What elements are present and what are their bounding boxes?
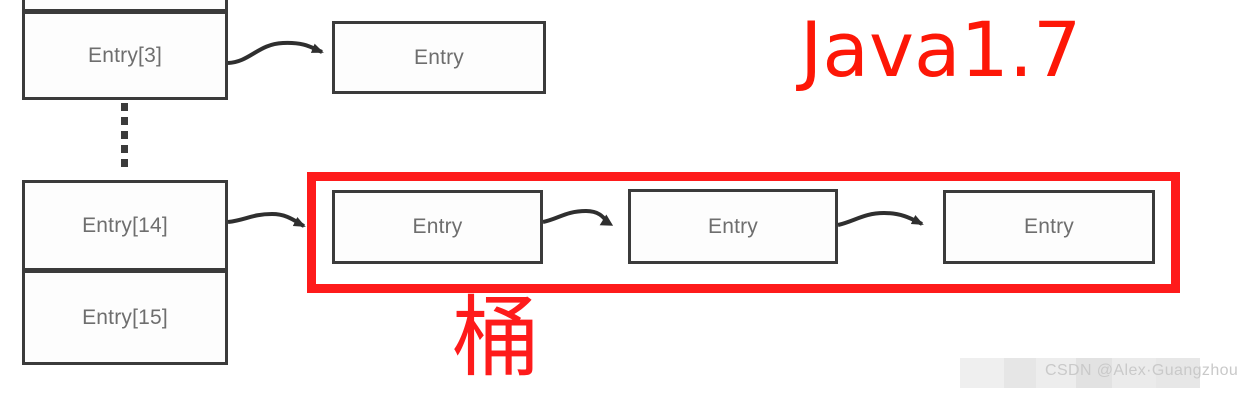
java-version-annotation: Java1.7 — [800, 5, 1082, 94]
watermark-mosaic — [960, 358, 1200, 388]
ellipsis-dot — [121, 103, 128, 111]
entry-node-chain-2[interactable]: Entry — [628, 189, 838, 264]
array-cell-14[interactable]: Entry[14] — [22, 180, 228, 271]
dotted-ellipsis-connector — [121, 103, 128, 179]
bucket-highlight-rectangle — [307, 172, 1180, 293]
arrow-entry3-to-entry — [227, 40, 324, 65]
entry-node-chain-1[interactable]: Entry — [332, 190, 543, 264]
watermark-text: CSDN @Alex·Guangzhou — [1045, 362, 1239, 379]
watermark: CSDN @Alex·Guangzhou — [960, 356, 1250, 392]
ellipsis-dot — [121, 131, 128, 139]
arrow-entry14-to-chain — [227, 211, 306, 228]
ellipsis-dot — [121, 145, 128, 153]
array-cell-3[interactable]: Entry[3] — [22, 11, 228, 100]
entry-node-chain-3[interactable]: Entry — [943, 190, 1155, 264]
ellipsis-dot — [121, 117, 128, 125]
entry-node-top-chain-1[interactable]: Entry — [332, 21, 546, 94]
bucket-annotation-label: 桶 — [452, 286, 541, 389]
ellipsis-dot — [121, 159, 128, 167]
array-cell-partial[interactable] — [22, 0, 228, 12]
array-cell-15[interactable]: Entry[15] — [22, 270, 228, 365]
